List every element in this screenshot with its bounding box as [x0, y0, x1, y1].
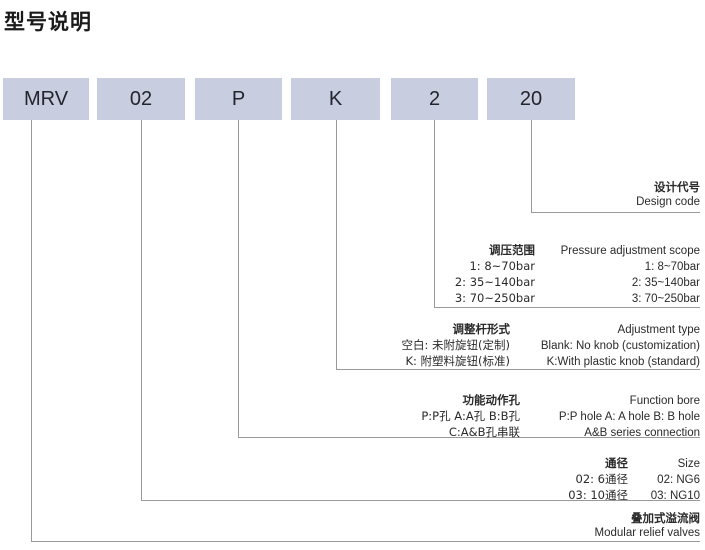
function-bore-cn-row-2: C:A&B孔串联: [448, 425, 520, 439]
code-box-4: K: [291, 78, 380, 120]
adjustment-cn-row-2: K: 附塑料旋钮(标准): [405, 354, 510, 368]
adjustment-cn-title: 调整杆形式: [452, 322, 511, 336]
function-bore-en-title: Function bore: [629, 395, 700, 407]
annotation-adjustment-type: 调整杆形式 Adjustment type 空白: 未附旋钮(定制) Blank…: [335, 322, 700, 370]
pressure-en-row-2: 2: 35~140bar: [631, 277, 700, 289]
leader-horizontal-pressure: [434, 307, 700, 308]
pressure-cn-row-2: 2: 35~140bar: [454, 275, 535, 289]
leader-horizontal-modular: [31, 541, 700, 542]
code-box-6: 20: [487, 78, 575, 120]
pressure-cn-title: 调压范围: [489, 243, 535, 257]
adjustment-cn-row-1: 空白: 未附旋钮(定制): [401, 338, 510, 352]
annotation-pressure-adjustment-scope: 调压范围 Pressure adjustment scope 1: 8~70ba…: [395, 243, 700, 307]
code-box-1: MRV: [3, 78, 89, 120]
size-en-row-1: 02: NG6: [657, 474, 700, 486]
size-cn-title: 通径: [605, 456, 628, 470]
design-code-en: Design code: [636, 196, 700, 208]
annotation-size: 通径 Size 02: 6通径 02: NG6 03: 10通径 03: NG1…: [508, 456, 700, 504]
leader-vertical-function-bore: [238, 120, 239, 437]
modular-relief-valves-cn: 叠加式溢流阀: [631, 511, 700, 525]
pressure-en-title: Pressure adjustment scope: [560, 245, 700, 257]
size-cn-row-1: 02: 6通径: [575, 472, 628, 486]
modular-relief-valves-en: Modular relief valves: [594, 527, 700, 539]
size-en-row-2: 03: NG10: [650, 490, 700, 502]
leader-vertical-modular: [31, 120, 32, 541]
function-bore-en-row-2: A&B series connection: [584, 427, 700, 439]
pressure-cn-row-3: 3: 70~250bar: [454, 291, 535, 305]
code-box-2: 02: [97, 78, 185, 120]
page-title: 型号说明: [4, 10, 92, 34]
annotation-modular-relief-valves: 叠加式溢流阀 Modular relief valves: [595, 511, 700, 541]
leader-horizontal-function-bore: [238, 437, 700, 438]
adjustment-en-row-2: K:With plastic knob (standard): [546, 356, 700, 368]
pressure-cn-row-1: 1: 8~70bar: [469, 259, 535, 273]
function-bore-cn-row-1: P:P孔 A:A孔 B:B孔: [421, 409, 520, 423]
function-bore-en-row-1: P:P hole A: A hole B: B hole: [558, 411, 700, 423]
size-en-title: Size: [677, 458, 700, 470]
function-bore-cn-title: 功能动作孔: [462, 393, 521, 407]
annotation-function-bore: 功能动作孔 Function bore P:P孔 A:A孔 B:B孔 P:P h…: [338, 393, 700, 441]
design-code-cn: 设计代号: [654, 180, 700, 194]
leader-horizontal-adjustment: [336, 369, 700, 370]
leader-vertical-size: [141, 120, 142, 500]
pressure-en-row-3: 3: 70~250bar: [631, 293, 700, 305]
leader-horizontal-size: [141, 500, 700, 501]
pressure-en-row-1: 1: 8~70bar: [644, 261, 700, 273]
leader-horizontal-design-code: [531, 212, 700, 213]
adjustment-en-row-1: Blank: No knob (customization): [540, 340, 700, 352]
code-box-5: 2: [391, 78, 478, 120]
adjustment-en-title: Adjustment type: [617, 324, 700, 336]
size-cn-row-2: 03: 10通径: [568, 488, 628, 502]
annotation-design-code: 设计代号 Design code: [636, 180, 700, 210]
leader-vertical-adjustment: [336, 120, 337, 369]
code-box-3: P: [195, 78, 282, 120]
leader-vertical-pressure: [434, 120, 435, 307]
leader-vertical-design-code: [531, 120, 532, 212]
